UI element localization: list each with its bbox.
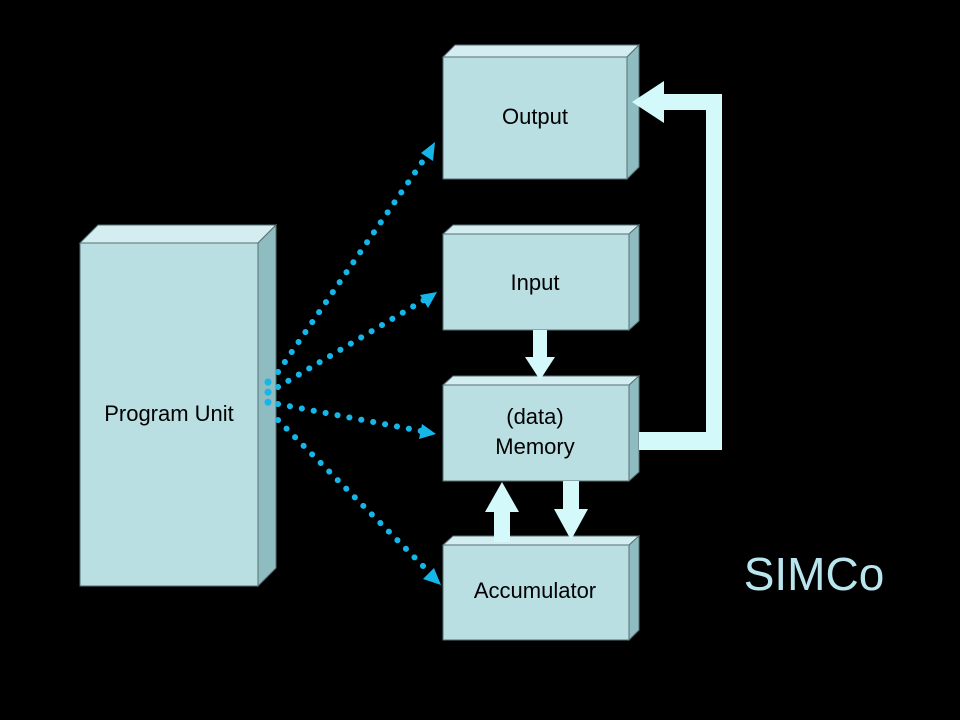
control-to-memory-arrowhead xyxy=(419,424,436,439)
memory-to-output-arrow xyxy=(632,81,722,450)
memory-box: (data) Memory xyxy=(441,374,641,483)
memory-label-line1: (data) xyxy=(506,404,563,429)
control-to-output-line xyxy=(275,152,430,375)
program-unit-label: Program Unit xyxy=(104,401,234,426)
control-to-output-arrowhead xyxy=(421,142,435,161)
memory-label-line2: Memory xyxy=(495,434,574,459)
input-box: Input xyxy=(441,223,641,332)
memory-to-accumulator-arrow xyxy=(554,481,588,540)
output-label: Output xyxy=(502,104,568,129)
input-label: Input xyxy=(511,270,560,295)
program-unit-box: Program Unit xyxy=(78,223,278,588)
output-box: Output xyxy=(441,43,641,181)
input-to-memory-arrow xyxy=(525,330,555,380)
title-simco: SIMCo xyxy=(744,548,885,600)
accumulator-to-memory-arrow xyxy=(485,482,519,542)
control-to-input-arrowhead xyxy=(420,292,437,308)
accumulator-box: Accumulator xyxy=(441,534,641,642)
control-to-memory-line xyxy=(275,401,424,434)
accumulator-label: Accumulator xyxy=(474,578,596,603)
control-to-input-line xyxy=(275,297,427,390)
control-to-accumulator-line xyxy=(275,417,432,575)
control-flow-group xyxy=(264,142,441,585)
control-to-accumulator-arrowhead xyxy=(423,568,441,585)
